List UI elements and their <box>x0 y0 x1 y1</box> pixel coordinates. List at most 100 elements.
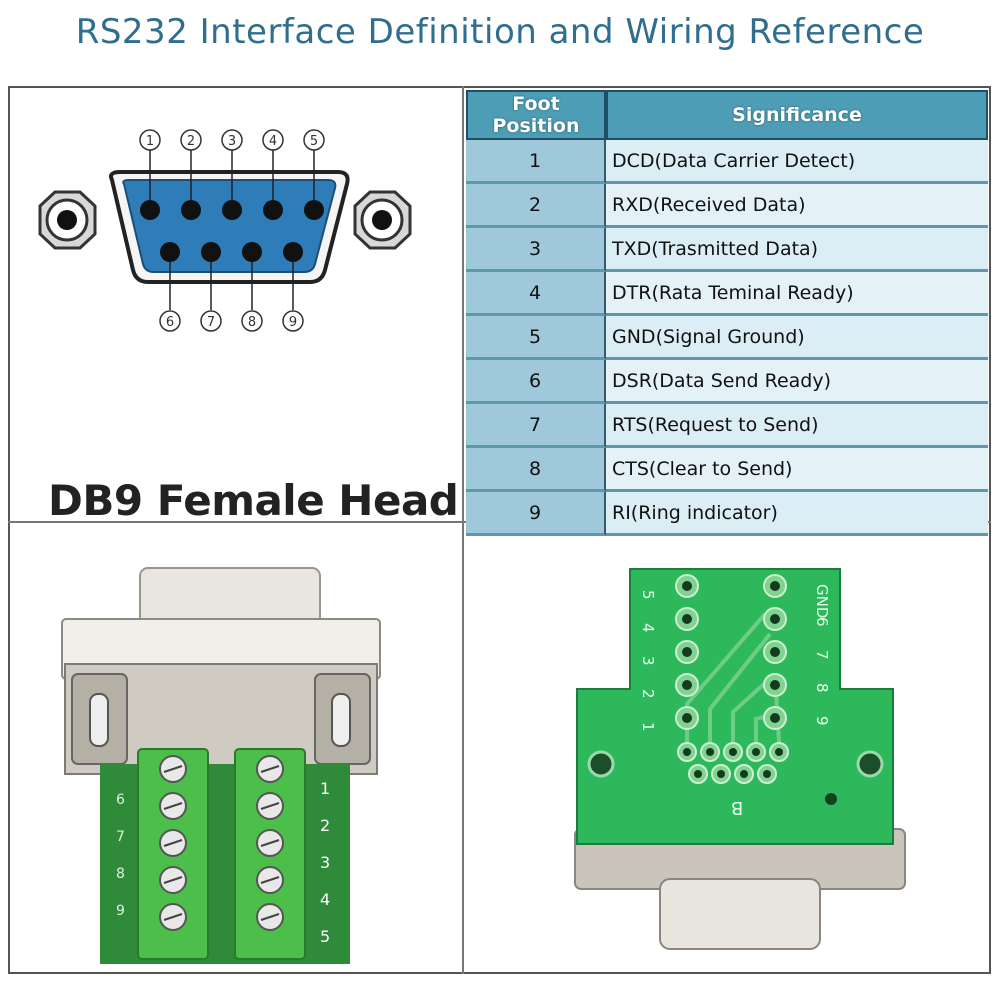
db9-pin-5: 5 <box>303 129 325 220</box>
pcb-pad <box>763 607 787 631</box>
terminal-screw <box>256 829 284 857</box>
pin-position: 2 <box>466 184 606 228</box>
db9-pin-3: 3 <box>221 129 243 220</box>
pin-signal: DTR(Rata Teminal Ready) <box>606 272 988 316</box>
pcb-left-label: 4 <box>639 623 657 633</box>
db9-pin-1: 1 <box>139 129 161 220</box>
pcb-right-label: 8 <box>813 683 831 693</box>
db9-pin-7: 7 <box>200 242 222 332</box>
side-pin-label: 9 <box>116 903 125 919</box>
terminal-screw <box>159 792 187 820</box>
pin-number-label: 7 <box>207 315 215 330</box>
terminal-number-label: 5 <box>320 927 330 946</box>
pcb-pad <box>763 640 787 664</box>
pin-position: 6 <box>466 360 606 404</box>
pin-signal: DSR(Data Send Ready) <box>606 360 988 404</box>
pin-number-label: 3 <box>228 134 236 149</box>
db9-shell-face <box>122 179 337 273</box>
pcb-pad <box>675 574 699 598</box>
db9-pin-8: 8 <box>241 242 263 332</box>
vertical-divider <box>462 86 464 974</box>
pcb-left-label: 5 <box>639 590 657 600</box>
pcb-pad <box>675 673 699 697</box>
pin-signal: RI(Ring indicator) <box>606 492 988 536</box>
pin-position: 9 <box>466 492 606 536</box>
pin-number-label: 6 <box>166 315 174 330</box>
pcb-right-label: 7 <box>813 650 831 660</box>
pin-signal: TXD(Trasmitted Data) <box>606 228 988 272</box>
pin-number-label: 1 <box>146 134 154 149</box>
pcb-left-label: 3 <box>639 656 657 666</box>
db9-caption: DB9 Female Head <box>48 476 459 525</box>
pcb-right-label: 6 <box>813 617 831 627</box>
pcb-pad <box>675 607 699 631</box>
pcb-board-letter: B <box>731 797 743 818</box>
pcb-pin-pad <box>677 742 697 762</box>
pcb-pin-pad <box>700 742 720 762</box>
pcb-pin-pad <box>746 742 766 762</box>
left-mounting-nut <box>38 190 97 250</box>
side-pin-label: 6 <box>116 792 125 808</box>
terminal-screw <box>159 755 187 783</box>
table-header-row: Foot Position Significance <box>466 90 988 140</box>
pcb-pad <box>763 574 787 598</box>
header-significance: Significance <box>606 90 988 140</box>
pin-position: 8 <box>466 448 606 492</box>
pcb-right-label: 9 <box>813 716 831 726</box>
terminal-screw <box>256 903 284 931</box>
right-mounting-nut <box>353 190 412 250</box>
terminal-adapter-illustration: 1 2 3 4 5 6 7 8 9 <box>61 567 381 964</box>
pin-signal: RTS(Request to Send) <box>606 404 988 448</box>
pin-position: 1 <box>466 140 606 184</box>
terminal-adapter-photo: 1 2 3 4 5 6 7 8 9 <box>10 524 461 972</box>
db9-pin-9: 9 <box>282 242 304 332</box>
pin-signal: CTS(Clear to Send) <box>606 448 988 492</box>
terminal-screw <box>256 866 284 894</box>
pin-number-label: 2 <box>187 134 195 149</box>
terminal-number-label: 4 <box>320 890 330 909</box>
pin-number-label: 8 <box>248 315 256 330</box>
pin-number-label: 9 <box>289 315 297 330</box>
pcb-pin-pad <box>723 742 743 762</box>
pcb-pin-pad <box>757 764 777 784</box>
pin-position: 5 <box>466 316 606 360</box>
pcb-pin-pad <box>688 764 708 784</box>
header-foot-position: Foot Position <box>466 90 606 140</box>
pin-position: 7 <box>466 404 606 448</box>
side-pin-label: 8 <box>116 866 125 882</box>
terminal-number-label: 1 <box>320 779 330 798</box>
terminal-number-label: 3 <box>320 853 330 872</box>
pin-position: 4 <box>466 272 606 316</box>
terminal-number-label: 2 <box>320 816 330 835</box>
db9-pin-6: 6 <box>159 242 181 332</box>
pcb-pad <box>763 673 787 697</box>
pcb-pin-pad <box>711 764 731 784</box>
pcb-pin-pad <box>734 764 754 784</box>
terminal-screw <box>159 829 187 857</box>
page-title: RS232 Interface Definition and Wiring Re… <box>75 12 925 52</box>
terminal-screw <box>159 866 187 894</box>
terminal-screw <box>159 903 187 931</box>
pcb-left-label: 1 <box>639 722 657 732</box>
outer-frame <box>8 86 991 974</box>
db9-pin-2: 2 <box>180 129 202 220</box>
side-pin-label: 7 <box>116 829 125 845</box>
pin-signal: GND(Signal Ground) <box>606 316 988 360</box>
pcb-pad <box>675 706 699 730</box>
pin-signal: RXD(Received Data) <box>606 184 988 228</box>
terminal-screw <box>256 792 284 820</box>
pin-signal: DCD(Data Carrier Detect) <box>606 140 988 184</box>
